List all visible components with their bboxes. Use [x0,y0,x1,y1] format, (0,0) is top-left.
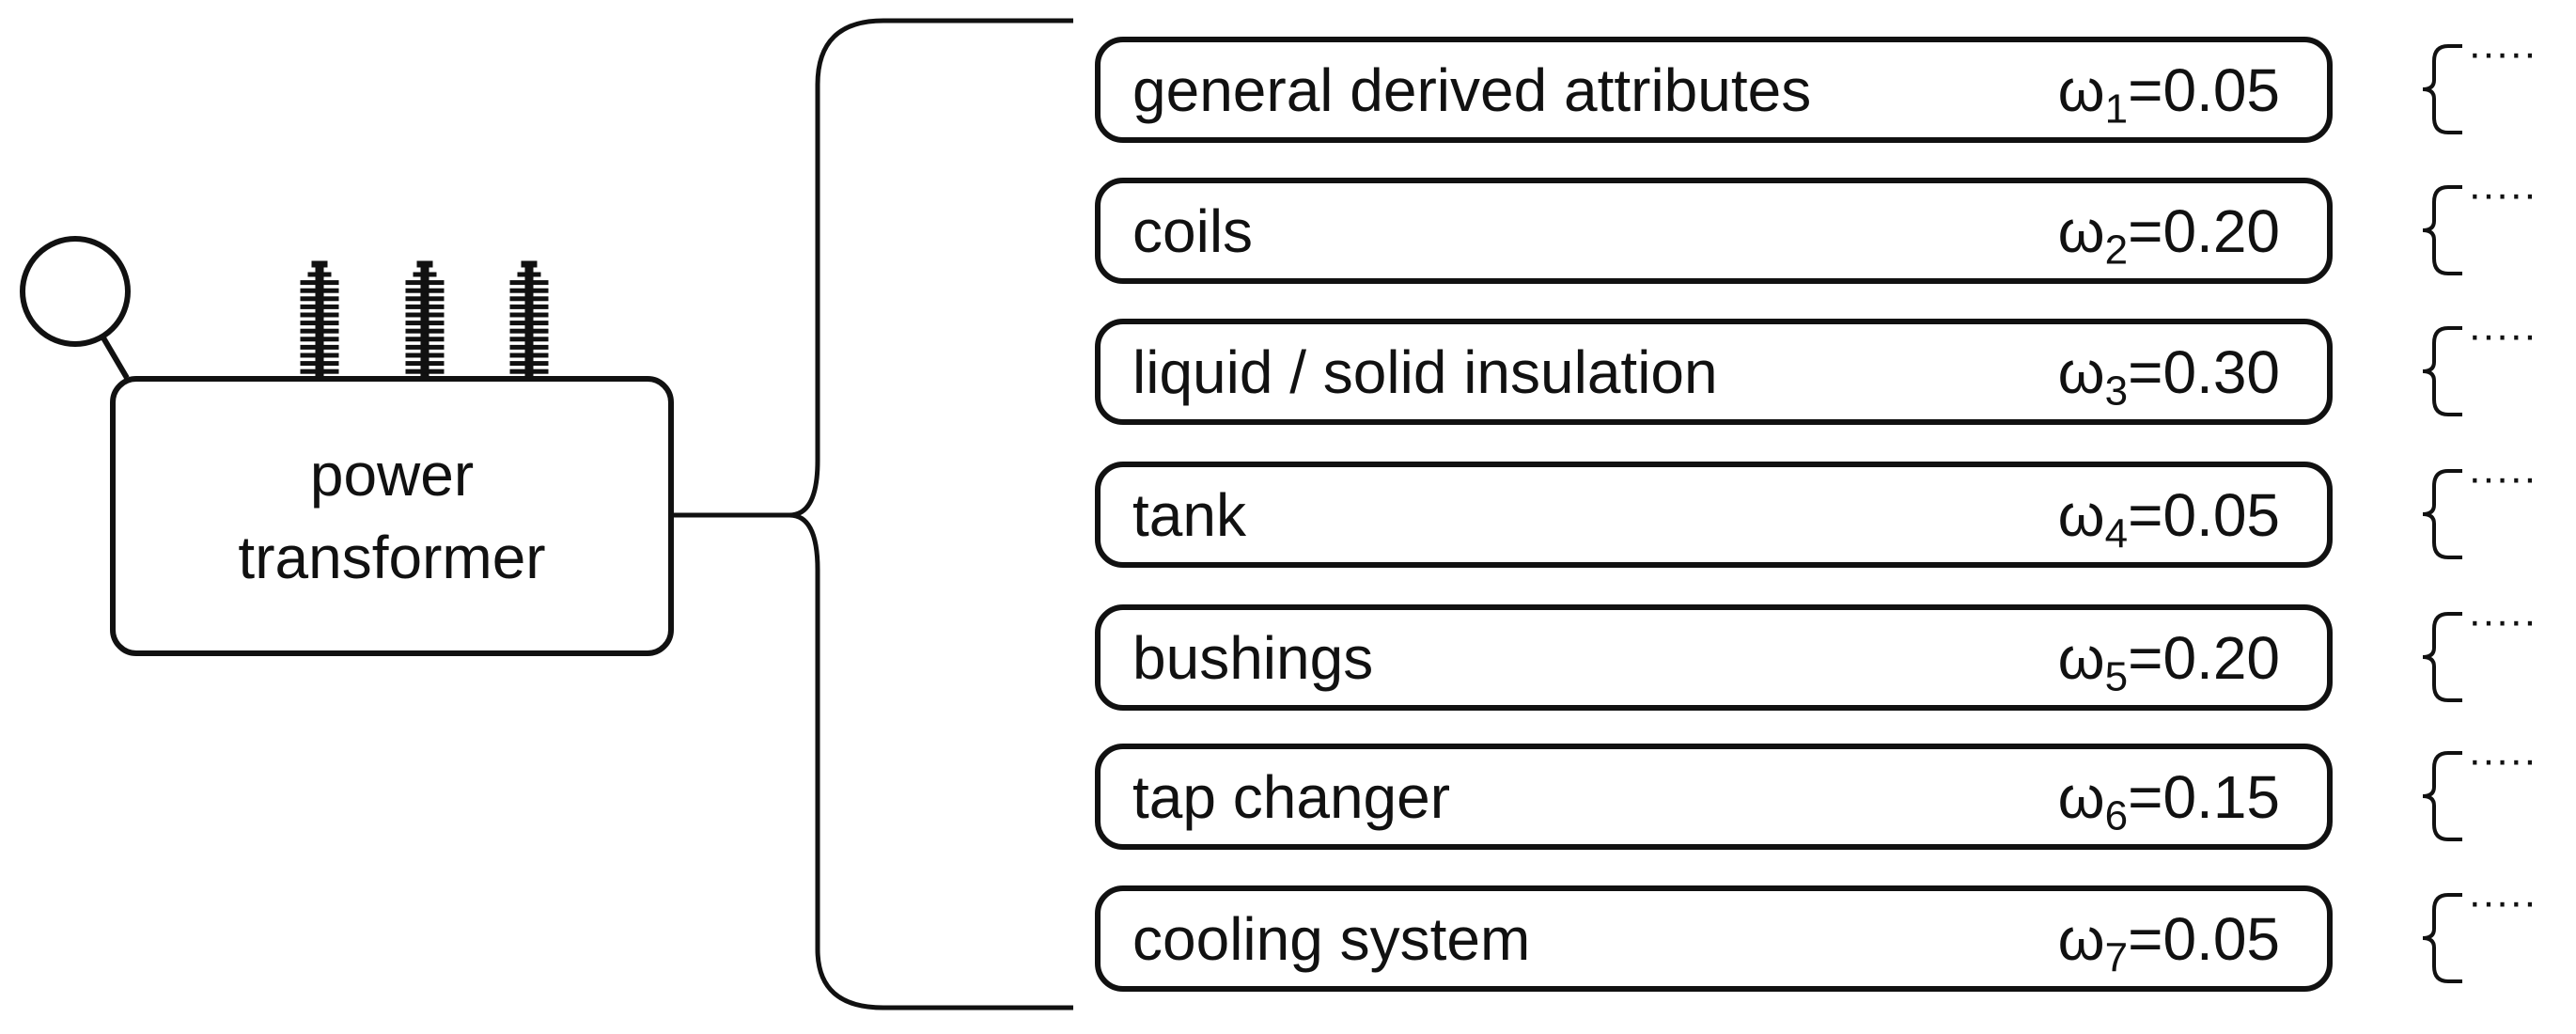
bushing-icon [300,260,339,377]
continuation-dots: ····· [2468,171,2537,217]
component-box-general-derived-attributes: general derived attributes ω1=0.05 [1095,37,2333,143]
continuation-dots: ····· [2468,455,2537,501]
component-label: bushings [1132,623,1374,692]
conservator-connector [99,333,130,380]
component-box-coils: coils ω2=0.20 [1095,178,2333,284]
component-box-tank: tank ω4=0.05 [1095,462,2333,568]
sub-curly-brace [2422,185,2462,275]
component-label: cooling system [1132,904,1531,973]
sub-curly-brace [2422,893,2462,983]
component-weight: ω7=0.05 [2057,904,2280,980]
component-weight: ω5=0.20 [2057,623,2280,699]
conservator-icon [20,236,131,347]
bushing-icon [509,260,549,377]
sub-curly-brace [2422,751,2462,841]
component-label: tap changer [1132,762,1451,831]
sub-brace-group: ····· ····· ····· ····· ····· ····· ····· [2422,30,2537,983]
component-box-liquid-solid-insulation: liquid / solid insulation ω3=0.30 [1095,319,2333,425]
component-box-cooling-system: cooling system ω7=0.05 [1095,885,2333,992]
continuation-dots: ····· [2468,30,2537,76]
component-weight: ω4=0.05 [2057,480,2280,556]
component-weight: ω1=0.05 [2057,55,2280,132]
sub-curly-brace [2422,469,2462,559]
component-weight: ω6=0.15 [2057,762,2280,838]
component-label: tank [1132,480,1246,549]
continuation-dots: ····· [2468,598,2537,644]
main-curly-brace [788,18,1073,1010]
power-transformer-box: power transformer [110,376,674,656]
component-label: coils [1132,196,1254,265]
transformer-label-line1: power [309,441,475,509]
sub-curly-brace [2422,326,2462,416]
component-weight: ω3=0.30 [2057,337,2280,414]
continuation-dots: ····· [2468,312,2537,358]
bushings-icon [300,260,549,377]
transformer-label-line2: transformer [238,524,546,591]
bushing-icon [405,260,445,377]
component-box-tap-changer: tap changer ω6=0.15 [1095,744,2333,850]
sub-curly-brace [2422,612,2462,702]
sub-curly-brace [2422,44,2462,134]
continuation-dots: ····· [2468,737,2537,783]
component-weight: ω2=0.20 [2057,196,2280,273]
component-label: liquid / solid insulation [1132,337,1718,406]
component-box-bushings: bushings ω5=0.20 [1095,604,2333,711]
continuation-dots: ····· [2468,879,2537,925]
component-label: general derived attributes [1132,55,1812,124]
